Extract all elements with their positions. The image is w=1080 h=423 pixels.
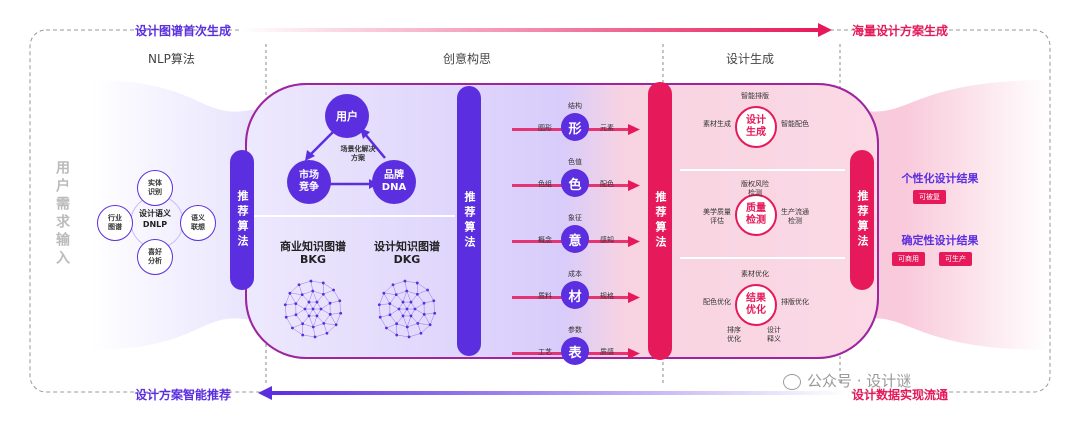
nlp-node-industry: 行业图谱 xyxy=(97,205,133,241)
triangle-user: 用户 xyxy=(325,94,369,138)
nlp-node-semantic: 语义联想 xyxy=(180,205,216,241)
gen-center: 设计生成 xyxy=(735,106,777,148)
certain-tag-production: 可生产 xyxy=(939,252,972,266)
triangle-market: 市场竞争 xyxy=(287,160,331,204)
bkg-title: 商业知识图谱 xyxy=(280,240,346,253)
recommend-pill-4: 推荐算法 xyxy=(850,150,874,290)
factor-right: 感知 xyxy=(600,236,614,244)
factor-right: 规格 xyxy=(600,292,614,300)
factor-main: 表 xyxy=(561,337,589,365)
personal-tag: 可被复 xyxy=(913,190,946,204)
factor-main: 意 xyxy=(561,225,589,253)
gen-right: 智能配色 xyxy=(781,120,809,128)
gen-right: 排版优化 xyxy=(781,298,809,306)
section-creative: 创意构思 xyxy=(443,52,492,66)
gen-center: 结果优化 xyxy=(735,284,777,326)
certain-tag-commercial: 可商用 xyxy=(892,252,925,266)
factor-left: 质料 xyxy=(538,292,552,300)
bkg-network-icon xyxy=(283,279,343,339)
gen-left: 素材生成 xyxy=(703,120,731,128)
bottom-right-caption: 设计数据实现流通 xyxy=(852,388,949,402)
nlp-node-entity: 实体识别 xyxy=(137,170,173,206)
factor-top: 象征 xyxy=(568,214,582,222)
wechat-icon xyxy=(783,373,801,390)
personal-result-title: 个性化设计结果 xyxy=(901,172,979,185)
gen-center: 质量检测 xyxy=(735,194,777,236)
factor-main: 形 xyxy=(561,113,589,141)
certain-result-title: 确定性设计结果 xyxy=(901,234,979,247)
nlp-node-preference: 喜好分析 xyxy=(137,239,173,275)
bottom-left-caption: 设计方案智能推荐 xyxy=(135,388,232,402)
factor-right: 配色 xyxy=(600,180,614,188)
gen-left: 美学质量评估 xyxy=(703,208,731,225)
top-left-caption: 设计图谱首次生成 xyxy=(135,24,232,38)
factor-top: 参数 xyxy=(568,326,582,334)
nlp-center-label: 设计语义 DNLP xyxy=(139,209,171,229)
watermark: 公众号 · 设计谜 xyxy=(783,370,911,391)
gen-left: 配色优化 xyxy=(703,298,731,306)
factor-top: 色值 xyxy=(568,158,582,166)
gen-top: 素材优化 xyxy=(741,270,769,278)
section-nlp: NLP算法 xyxy=(148,52,195,66)
user-input-label: 用户需求输入 xyxy=(54,160,70,268)
recommend-pill-3: 推荐算法 xyxy=(648,82,672,360)
gen-right: 生产流通检测 xyxy=(781,208,809,225)
dkg-code: DKG xyxy=(393,253,421,266)
gen-top: 智能排版 xyxy=(741,92,769,100)
recommend-pill-1: 推荐算法 xyxy=(230,150,254,290)
triangle-brand: 品牌DNA xyxy=(372,160,416,204)
gen-bottom-left: 排序优化 xyxy=(727,326,741,343)
dkg-network-icon xyxy=(377,279,437,339)
section-generate: 设计生成 xyxy=(726,52,775,66)
factor-left: 工艺 xyxy=(538,348,552,356)
factor-main: 色 xyxy=(561,169,589,197)
bkg-code: BKG xyxy=(300,253,326,266)
factor-main: 材 xyxy=(561,281,589,309)
factor-right: 质感 xyxy=(600,348,614,356)
gen-top: 版权风险检测 xyxy=(741,180,769,197)
recommend-pill-2: 推荐算法 xyxy=(457,86,481,356)
factor-left: 概念 xyxy=(538,236,552,244)
dkg-title: 设计知识图谱 xyxy=(374,240,440,253)
factor-left: 色组 xyxy=(538,180,552,188)
top-right-caption: 海量设计方案生成 xyxy=(852,24,949,38)
gen-bottom-right: 设计释义 xyxy=(767,326,781,343)
factor-top: 结构 xyxy=(568,102,582,110)
factor-right: 元素 xyxy=(600,124,614,132)
factor-left: 图形 xyxy=(538,124,552,132)
factor-top: 成本 xyxy=(568,270,582,278)
triangle-center: 场景化解决方案 xyxy=(340,145,376,162)
